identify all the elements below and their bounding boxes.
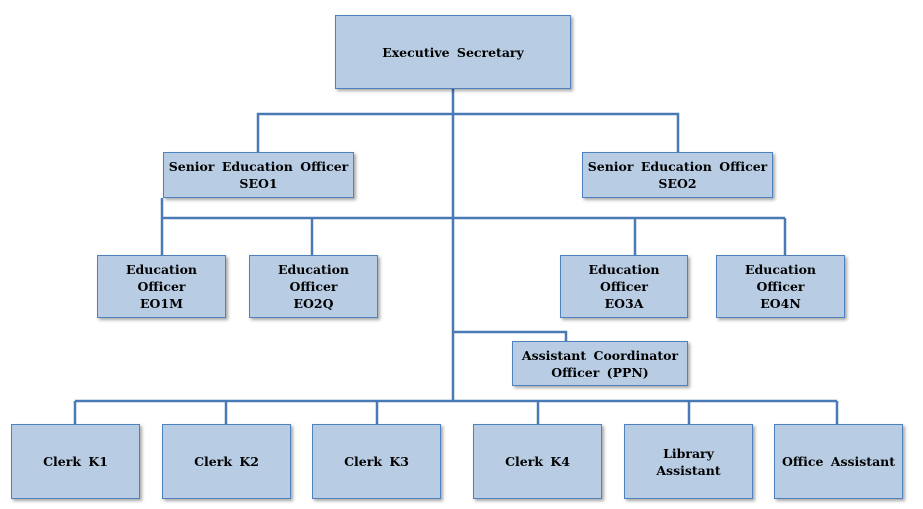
seo1-title: Senior Education Officer bbox=[168, 159, 349, 174]
seo2-title: Senior Education Officer bbox=[587, 159, 768, 174]
eo1m-line2: Officer bbox=[137, 279, 186, 294]
clerk-k4-box: Clerk K4 bbox=[473, 424, 602, 499]
eo4n-line2: Officer bbox=[756, 279, 805, 294]
eo2q-line2: Officer bbox=[289, 279, 338, 294]
eo3a-line1: Education bbox=[588, 262, 660, 277]
assistant-coordinator-line2: Officer (PPN) bbox=[551, 364, 649, 380]
clerk-k2-label: Clerk K2 bbox=[194, 454, 259, 469]
education-officers-connector bbox=[160, 198, 787, 255]
clerk-k1-label: Clerk K1 bbox=[43, 454, 108, 469]
library-assistant-line1: Library bbox=[663, 445, 714, 461]
library-assistant-box: Library Assistant bbox=[624, 424, 753, 499]
assistant-coordinator-officer-box: Assistant Coordinator Officer (PPN) bbox=[512, 341, 688, 386]
eo3a-code: EO3A bbox=[604, 296, 644, 311]
eo1m-code: EO1M bbox=[140, 296, 183, 311]
seo2-code: SEO2 bbox=[658, 176, 697, 191]
clerk-k3-box: Clerk K3 bbox=[312, 424, 441, 499]
eo3a-line2: Officer bbox=[599, 279, 649, 294]
library-assistant-line2: Assistant bbox=[656, 462, 721, 478]
senior-officers-connector bbox=[256, 112, 680, 152]
seo1-code: SEO1 bbox=[239, 176, 278, 191]
education-officer-eo4n-box: Education Officer EO4N bbox=[716, 255, 845, 318]
executive-secretary-box: Executive Secretary bbox=[335, 15, 571, 89]
education-officer-eo3a-box: Education Officer EO3A bbox=[560, 255, 688, 318]
eo4n-code: EO4N bbox=[760, 296, 801, 311]
clerk-k4-label: Clerk K4 bbox=[505, 454, 570, 469]
eo1m-line1: Education bbox=[125, 262, 197, 277]
office-assistant-box: Office Assistant bbox=[774, 424, 903, 499]
senior-education-officer-seo1-box: Senior Education Officer SEO1 bbox=[163, 152, 354, 198]
staff-connector bbox=[73, 399, 839, 424]
education-officer-eo2q-box: Education Officer EO2Q bbox=[249, 255, 378, 318]
assistant-coordinator-connector bbox=[453, 330, 568, 341]
executive-secretary-label: Executive Secretary bbox=[382, 44, 524, 60]
senior-education-officer-seo2-box: Senior Education Officer SEO2 bbox=[582, 152, 773, 198]
eo2q-line1: Education bbox=[277, 262, 349, 277]
clerk-k1-box: Clerk K1 bbox=[11, 424, 140, 499]
education-officer-eo1m-box: Education Officer EO1M bbox=[97, 255, 226, 318]
clerk-k3-label: Clerk K3 bbox=[344, 454, 409, 469]
eo2q-code: EO2Q bbox=[293, 296, 334, 311]
office-assistant-label: Office Assistant bbox=[781, 454, 896, 469]
clerk-k2-box: Clerk K2 bbox=[162, 424, 291, 499]
eo4n-line1: Education bbox=[744, 262, 816, 277]
assistant-coordinator-line1: Assistant Coordinator bbox=[521, 347, 679, 363]
